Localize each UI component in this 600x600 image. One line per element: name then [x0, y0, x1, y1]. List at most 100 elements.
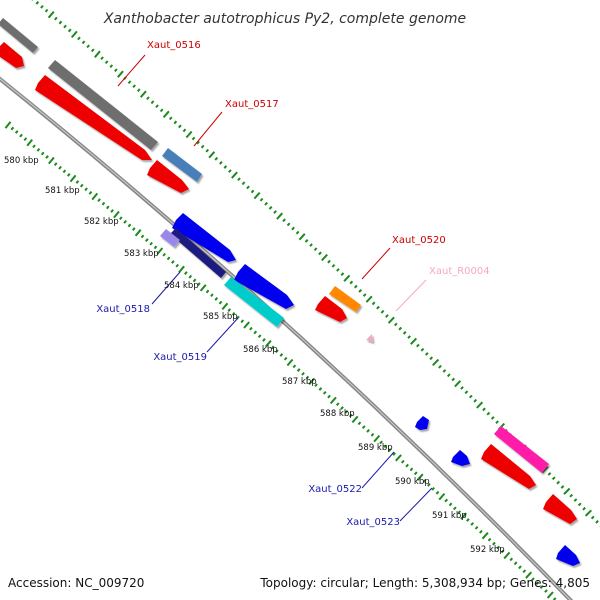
inner-tick — [518, 565, 522, 570]
gene-feature-red[interactable] — [315, 296, 347, 322]
outer-tick — [584, 509, 593, 517]
inner-tick — [106, 205, 110, 210]
inner-tick — [231, 311, 236, 316]
inner-tick — [10, 126, 15, 131]
inner-tick — [188, 274, 193, 279]
gene-feature-blue[interactable] — [451, 450, 470, 466]
outer-tick — [495, 420, 499, 425]
gene-label-xaut-0519[interactable]: Xaut_0519 — [153, 352, 207, 363]
gene-feature-xaut-0518[interactable] — [160, 229, 180, 247]
outer-tick — [127, 80, 132, 85]
inner-tick — [383, 444, 388, 449]
outer-tick — [282, 218, 286, 223]
gene-label-xaut-0517[interactable]: Xaut_0517 — [225, 99, 279, 110]
outer-tick — [551, 476, 556, 481]
outer-tick — [219, 161, 223, 165]
outer-tick — [35, 0, 40, 5]
outer-tick — [67, 28, 72, 33]
outer-tick — [264, 201, 268, 206]
gene-feature-blue[interactable] — [172, 213, 236, 262]
gene-label-xaut-0523[interactable]: Xaut_0523 — [346, 517, 400, 528]
inner-tick — [58, 165, 62, 170]
gene-feature-xaut-0519[interactable] — [224, 277, 284, 327]
inner-tick — [119, 216, 123, 221]
outer-tick — [54, 16, 58, 21]
gene-feature-xaut-r0004[interactable] — [366, 334, 373, 342]
outer-tick — [205, 148, 210, 153]
inner-tick — [387, 448, 392, 452]
outer-tick — [159, 108, 164, 113]
outer-tick — [402, 331, 407, 335]
inner-tick — [314, 383, 318, 388]
outer-tick — [387, 316, 395, 324]
gene-label-xaut-0516[interactable]: Xaut_0516 — [147, 40, 201, 51]
kbp-label: 580 kbp — [4, 156, 39, 166]
outer-tick — [155, 104, 159, 109]
gene-feature-navy[interactable] — [170, 228, 226, 278]
outer-tick — [432, 358, 440, 367]
outer-tick — [353, 284, 358, 289]
outer-tick — [582, 506, 586, 511]
gene-feature-gray[interactable] — [48, 60, 158, 150]
gene-feature-red[interactable] — [147, 160, 189, 193]
gene-label-xaut-0518[interactable]: Xaut_0518 — [96, 304, 150, 315]
inner-tick — [370, 432, 375, 437]
outer-tick — [482, 407, 486, 412]
outer-tick — [168, 116, 173, 121]
inner-tick — [4, 121, 12, 129]
outer-tick — [454, 380, 462, 388]
gene-feature-red[interactable] — [35, 75, 152, 160]
inner-tick — [221, 302, 229, 311]
gene-label-xaut-0520[interactable]: Xaut_0520 — [392, 235, 446, 246]
inner-tick — [79, 183, 84, 188]
gene-feature-xaut-0517[interactable] — [162, 148, 202, 182]
outer-tick — [273, 210, 277, 214]
outer-tick — [595, 519, 599, 524]
inner-tick — [448, 502, 453, 507]
gene-label-xaut-r0004[interactable]: Xaut_R0004 — [429, 266, 490, 277]
inner-features — [160, 213, 580, 566]
inner-tick — [308, 377, 316, 386]
kbp-label: 586 kbp — [243, 345, 278, 355]
gene-feature-red[interactable] — [0, 42, 24, 68]
gene-feature-red[interactable] — [543, 494, 577, 524]
tick-rings — [4, 0, 600, 600]
inner-tick — [101, 201, 106, 206]
inner-tick — [48, 156, 55, 165]
inner-tick — [379, 440, 383, 445]
inner-tick — [23, 137, 28, 142]
outer-tick — [223, 165, 228, 169]
gene-feature-red[interactable] — [481, 444, 536, 489]
gene-feature-gray[interactable] — [0, 18, 38, 53]
gene-feature-xaut-0520[interactable] — [329, 286, 361, 312]
outer-tick — [109, 64, 114, 69]
inner-tick — [262, 338, 266, 342]
inner-tick — [351, 415, 359, 424]
inner-tick — [145, 238, 149, 242]
gene-feature-blue[interactable] — [234, 264, 294, 309]
inner-tick — [253, 330, 258, 335]
map-title: Xanthobacter autotrophicus Py2, complete… — [103, 11, 466, 27]
outer-tick — [343, 274, 351, 282]
outer-tick — [429, 356, 434, 361]
outer-tick — [573, 498, 578, 502]
inner-tick — [522, 569, 527, 574]
outer-tick — [318, 251, 322, 256]
outer-tick — [446, 373, 451, 378]
outer-tick — [442, 369, 447, 373]
inner-tick — [113, 210, 120, 219]
inner-tick — [184, 271, 188, 275]
inner-tick — [481, 532, 489, 540]
kbp-scale: 580 kbp 581 kbp 582 kbp 583 kbp 584 kbp … — [4, 156, 505, 555]
outer-tick — [58, 20, 63, 25]
outer-tick — [81, 40, 86, 45]
outer-tick — [286, 222, 291, 227]
gene-feature-magenta[interactable] — [494, 426, 549, 473]
gene-feature-blue[interactable] — [415, 416, 429, 430]
outer-tick — [358, 289, 363, 293]
gene-feature-blue[interactable] — [556, 545, 580, 566]
gene-label-xaut-0522[interactable]: Xaut_0522 — [308, 484, 362, 495]
outer-tick — [228, 169, 232, 173]
outer-tick — [214, 156, 219, 161]
kbp-label: 591 kbp — [432, 511, 467, 521]
